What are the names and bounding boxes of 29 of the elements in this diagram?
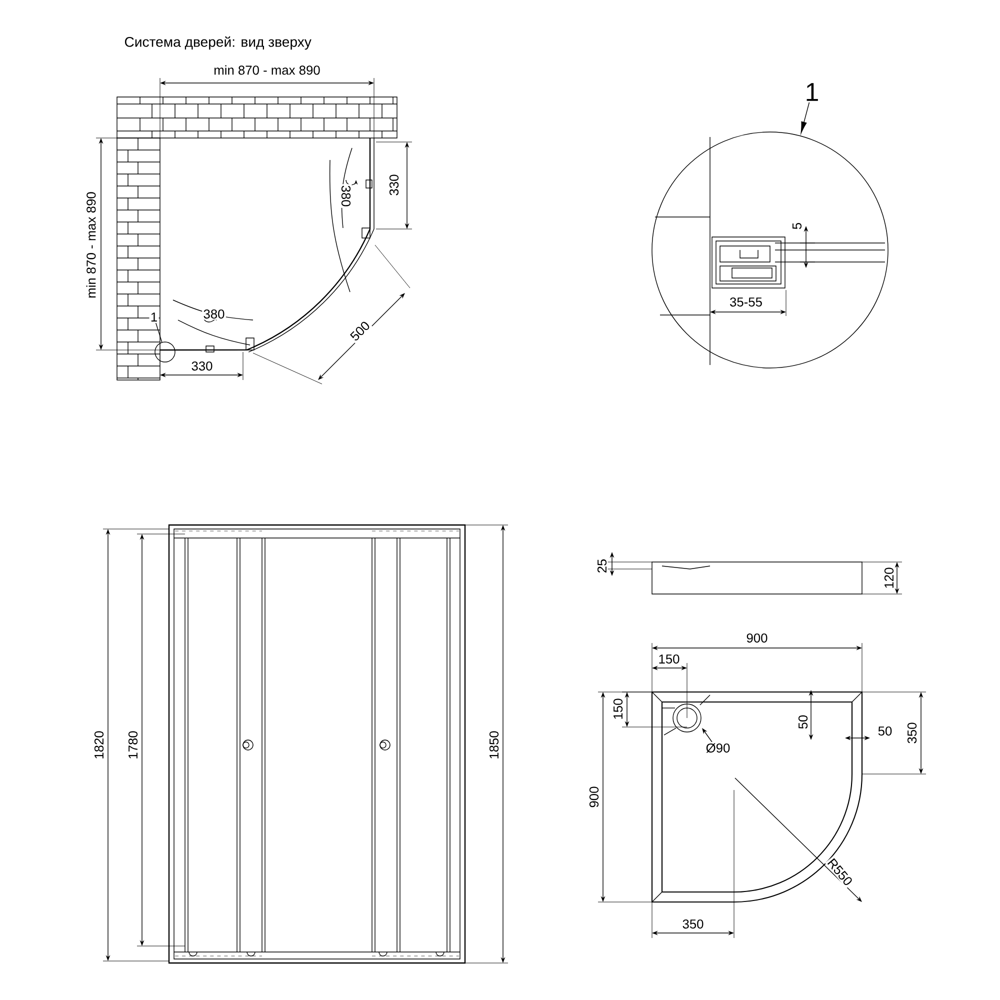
dimension-label: 1780 <box>127 730 139 761</box>
dimension-label: 380 <box>202 308 226 320</box>
dimension-label: 50 <box>797 714 809 730</box>
dimension-label: 900 <box>745 632 769 644</box>
dimension-label: min 870 - max 890 <box>85 190 97 300</box>
dimension-label: 150 <box>612 697 624 721</box>
leader-line <box>800 102 810 134</box>
dimension-label: 380 <box>340 184 352 208</box>
dimension-label: 330 <box>388 173 400 197</box>
dimension-label: 500 <box>348 318 372 344</box>
dimension-label: 35-55 <box>728 296 764 308</box>
dimension-label: 350 <box>681 918 705 930</box>
leader-line <box>156 322 162 342</box>
dimension-label: 350 <box>906 721 918 745</box>
dimension-label: 1820 <box>93 730 105 761</box>
dimension-label: 150 <box>657 653 681 665</box>
dimension-label: min 870 - max 890 <box>212 64 322 76</box>
dimension-label: 330 <box>190 360 214 372</box>
dimension-label: 120 <box>883 566 895 590</box>
dimension-label: 900 <box>588 785 600 809</box>
dimension-label: 5 <box>791 221 803 231</box>
title: Система дверей: вид зверху <box>124 36 312 50</box>
callout-number: 1 <box>149 311 159 323</box>
dimension-label: 50 <box>876 725 894 737</box>
dimension-label: 1850 <box>488 730 500 761</box>
detail-circle <box>154 342 176 362</box>
dimension-label: 25 <box>596 558 608 574</box>
callout-number: 1 <box>804 82 820 102</box>
dimension-label: Ø90 <box>704 742 732 754</box>
